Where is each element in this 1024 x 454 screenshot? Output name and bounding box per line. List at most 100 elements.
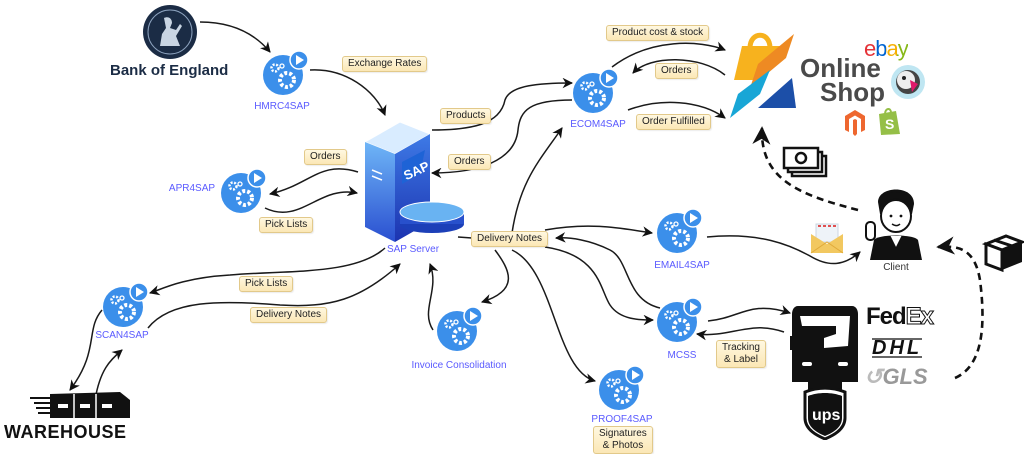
sap-server-node[interactable]: SAP — [360, 112, 470, 242]
edge-ecom-shop-cost — [611, 41, 726, 68]
apr4sap-label: APR4SAP — [168, 183, 216, 194]
edge-delivery-email — [544, 225, 654, 237]
edge-ecom-shop-fulfilled — [627, 101, 726, 119]
signatures-line2: & Photos — [602, 440, 644, 451]
client-node[interactable] — [862, 184, 930, 260]
edge-label-delivery-notes-hub: Delivery Notes — [471, 231, 549, 247]
magento-logo-icon — [845, 110, 865, 136]
edge-carrier-mcss — [695, 327, 785, 341]
edge-label-order-fulfilled: Order Fulfilled — [636, 114, 711, 130]
invoice-consolidation-label: Invoice Consolidation — [411, 360, 507, 371]
shopping-bag-icon — [730, 32, 796, 118]
gear-service-icon — [263, 50, 309, 95]
dhl-logo: DHL — [872, 337, 923, 359]
bank-of-england-seal-icon — [143, 5, 197, 59]
warehouse-logo: WAREHOUSE — [4, 390, 144, 450]
hmrc4sap-label: HMRC4SAP — [254, 101, 310, 112]
gear-service-icon — [103, 282, 149, 327]
edge-label-pick-lists-scan: Pick Lists — [239, 276, 294, 292]
parcel-box-icon — [982, 234, 1024, 273]
online-shop-text-line2: Shop — [820, 77, 885, 107]
edge-mcss-delivery — [554, 232, 661, 309]
gear-service-icon — [573, 68, 619, 113]
edge-carrier-client-parcel — [936, 236, 984, 380]
edge-label-signatures-photos: Signatures & Photos — [593, 426, 653, 454]
money-icon — [782, 146, 828, 178]
apr4sap-node[interactable] — [220, 168, 267, 214]
gear-service-icon — [657, 297, 703, 342]
ecom4sap-label: ECOM4SAP — [570, 119, 626, 130]
fedex-ex-text: Ex — [905, 303, 934, 331]
email4sap-label: EMAIL4SAP — [654, 260, 710, 271]
gls-text: GLS — [882, 364, 928, 389]
online-shop-logo: Online Shop ebay S — [730, 26, 930, 141]
tracking-label-line1: Tracking — [722, 342, 760, 353]
edge-delivery-ecom — [511, 127, 563, 234]
edge-label-products: Products — [440, 108, 492, 124]
edge-label-product-cost-stock: Product cost & stock — [606, 25, 710, 41]
edge-mcss-carrier — [707, 305, 791, 322]
ecom4sap-node[interactable] — [572, 68, 619, 114]
proof4sap-node[interactable] — [598, 365, 645, 411]
gls-swoosh-icon: ↺ — [864, 364, 883, 389]
edge-sap-scan-picklists — [148, 247, 386, 296]
edge-label-orders-shop: Orders — [655, 63, 698, 79]
gear-service-icon — [221, 168, 267, 213]
edge-sap-apr-orders — [268, 168, 359, 198]
signatures-line1: Signatures — [599, 428, 647, 439]
ebay-logo-text: ebay — [864, 36, 909, 61]
mcss-node[interactable] — [656, 297, 703, 343]
edge-email-client — [706, 235, 861, 265]
gear-service-icon — [437, 306, 483, 351]
scan4sap-node[interactable] — [102, 282, 149, 328]
email4sap-node[interactable] — [656, 208, 703, 254]
sap-server-icon: SAP — [363, 121, 465, 242]
edge-label-delivery-notes-scan: Delivery Notes — [250, 307, 328, 323]
online-shop-text-line1: Online — [800, 53, 881, 83]
edge-scan-sap-delivery — [147, 263, 401, 329]
edge-invoice-sap — [427, 263, 439, 331]
edge-sap-ecom-products — [431, 77, 574, 131]
edge-shop-ecom-orders — [632, 59, 726, 76]
edge-label-pick-lists-apr: Pick Lists — [259, 217, 314, 233]
prestashop-logo-icon — [891, 65, 925, 99]
dhl-text: DHL — [872, 337, 923, 359]
client-person-icon — [865, 189, 922, 260]
ups-logo-icon: ups — [803, 388, 847, 440]
fedex-fed-text: Fed — [866, 303, 907, 330]
edge-delivery-proof — [511, 249, 597, 384]
edge-hmrc-sap — [309, 69, 387, 116]
edge-delivery-mcss — [544, 246, 655, 326]
edge-scan-warehouse — [69, 309, 103, 391]
email-envelope-icon — [810, 223, 844, 254]
delivery-van-icon — [790, 306, 858, 390]
edge-boe-hmrc — [199, 21, 271, 53]
edge-label-orders-apr: Orders — [304, 149, 347, 165]
gear-service-icon — [657, 208, 703, 253]
edge-delivery-invoice — [480, 249, 510, 305]
edge-apr-sap-picklists — [264, 185, 359, 213]
edge-sap-delivery — [457, 236, 473, 239]
hmrc4sap-node[interactable] — [262, 50, 309, 96]
warehouse-building-icon — [30, 392, 130, 418]
bank-of-england-name: Bank of England — [110, 62, 229, 79]
bank-of-england-logo: Bank of England — [110, 4, 230, 84]
proof4sap-label: PROOF4SAP — [591, 414, 653, 425]
warehouse-text: WAREHOUSE — [4, 422, 127, 442]
edge-client-shop-payment — [752, 126, 859, 212]
fedex-logo: FedEx — [866, 303, 935, 331]
ups-text: ups — [812, 407, 841, 424]
edge-label-tracking-label: Tracking & Label — [716, 340, 766, 368]
invoice-consolidation-node[interactable] — [436, 306, 483, 352]
edge-ecom-sap-orders — [430, 99, 573, 179]
sap-server-label: SAP Server — [386, 244, 440, 255]
edge-label-exchange-rates: Exchange Rates — [342, 56, 428, 72]
edge-label-orders-sap: Orders — [448, 154, 491, 170]
ebay-logo: ebay — [864, 36, 909, 62]
tracking-label-line2: & Label — [724, 354, 758, 365]
gear-service-icon — [599, 365, 645, 410]
shopify-logo-icon: S — [879, 108, 900, 135]
gls-logo: ↺GLS — [864, 364, 928, 390]
client-label: Client — [883, 262, 909, 273]
